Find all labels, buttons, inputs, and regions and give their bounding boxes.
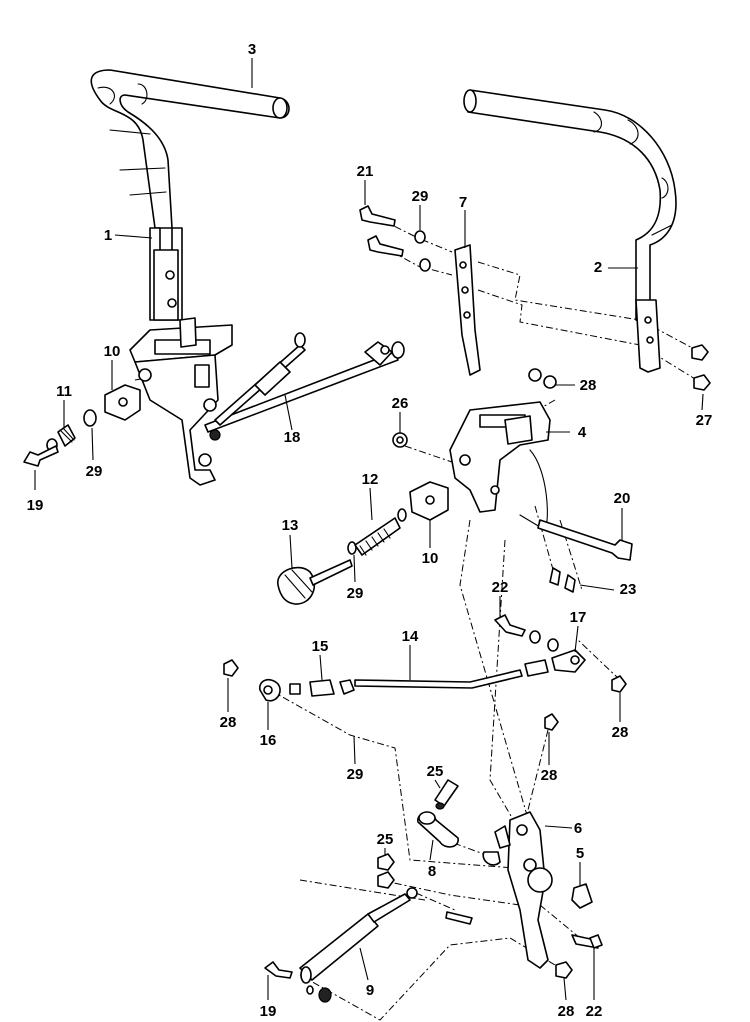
bracket-4 [392,368,557,531]
callout-2: 2 [594,259,602,276]
callout-18: 18 [284,429,301,446]
callout-20: 20 [614,490,631,507]
left-small-parts [23,384,141,467]
right-handle-bar [463,89,711,391]
callout-1: 1 [104,227,112,244]
callout-13: 13 [282,517,299,534]
callout-25: 25 [377,831,394,848]
callout-11: 11 [56,383,72,400]
knob-13-spring-12 [277,481,449,605]
callout-7: 7 [459,194,467,211]
callout-27: 27 [696,412,713,429]
gas-strut-9 [264,887,418,1003]
callout-4: 4 [578,424,587,441]
callout-19b: 19 [260,1003,277,1020]
callout-28d: 28 [541,767,558,784]
callout-22a: 22 [492,579,509,596]
callout-23: 23 [620,581,637,598]
callout-14: 14 [402,628,419,645]
lower-lever-6 [482,811,593,969]
callout-17: 17 [570,609,587,626]
left-control-bracket [129,317,233,486]
callout-12: 12 [362,471,379,488]
callout-3: 3 [248,41,256,58]
callout-26: 26 [392,395,409,412]
callout-21: 21 [357,163,374,180]
rod-18-assembly [204,332,405,433]
callout-28b: 28 [220,714,237,731]
callout-labels: 3 1 2 21 29 7 10 11 29 19 18 26 28 4 27 … [27,41,713,1020]
bolt-20-and-23 [537,519,633,593]
callout-10a: 10 [104,343,121,360]
callout-29c: 29 [347,585,364,602]
bushing-8-pin-24 [417,779,459,848]
leader-lines [34,58,704,1001]
callout-28c: 28 [612,724,629,741]
callout-9: 9 [366,982,374,999]
callout-29b: 29 [86,463,103,480]
left-handle-bar [90,69,290,321]
callout-19a: 19 [27,497,44,514]
callout-28a: 28 [580,377,597,394]
callout-15: 15 [312,638,329,655]
callout-5: 5 [576,845,584,862]
callout-29d: 29 [347,766,364,783]
rod-14-assembly [223,614,627,702]
link-7-and-bolts [359,205,481,376]
callout-28e: 28 [558,1003,575,1020]
callout-29a: 29 [412,188,429,205]
callout-6: 6 [574,820,582,837]
callout-10b: 10 [422,550,439,567]
callout-24: 25 [427,763,444,780]
fasteners-lower [377,713,603,979]
callout-22b: 22 [586,1003,603,1020]
callout-8: 8 [428,863,436,880]
callout-16: 16 [260,732,277,749]
